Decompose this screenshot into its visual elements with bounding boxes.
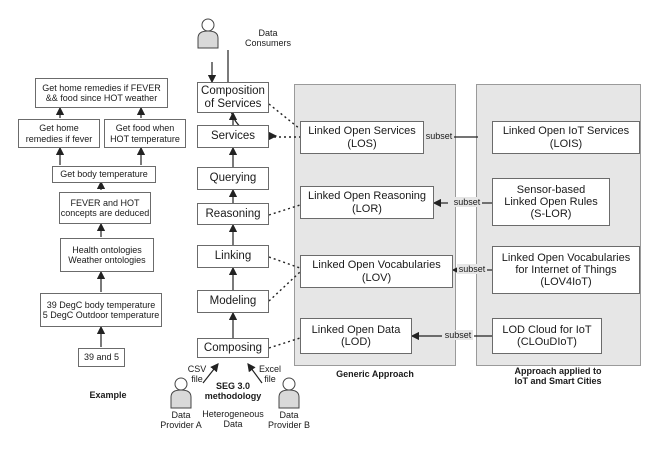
csv-file-label: CSV file <box>187 364 207 385</box>
lois-box: Linked Open IoT Services (LOIS) <box>492 121 640 154</box>
seg-step-linking: Linking <box>197 245 269 268</box>
seg-step-composition-of-services: Composition of Services <box>197 82 269 113</box>
provider-arrow <box>247 363 263 384</box>
dotted-link <box>268 204 301 216</box>
excel-file-label: Excel file <box>258 364 281 385</box>
example-step-get-body-temp: Get body temperature <box>52 166 156 183</box>
lor-box: Linked Open Reasoning (LOR) <box>300 186 434 219</box>
example-step-deduced: FEVER and HOT concepts are deduced <box>59 192 151 224</box>
iot-approach-title: Approach applied to IoT and Smart Cities <box>514 366 602 387</box>
dotted-link <box>268 103 301 130</box>
example-step-ontologies: Health ontologies Weather ontologies <box>60 238 154 272</box>
los-box: Linked Open Services (LOS) <box>300 121 424 154</box>
data-provider-a-label: Data Provider A <box>160 410 202 431</box>
example-step-home-remedies: Get home remedies if fever <box>18 119 100 148</box>
lod-box: Linked Open Data (LOD) <box>300 318 412 354</box>
seg-step-modeling: Modeling <box>197 290 269 313</box>
data-provider-b-label: Data Provider B <box>267 410 311 431</box>
subset-label-lod: subset <box>443 330 473 341</box>
dotted-link <box>268 256 301 269</box>
example-title: Example <box>89 390 127 400</box>
dotted-link <box>268 271 301 302</box>
seg-step-composing: Composing <box>197 338 269 358</box>
data-consumer-icon <box>197 18 219 49</box>
seg-step-services: Services <box>197 125 269 148</box>
cloudiot-box: LOD Cloud for IoT (CLOuDIoT) <box>492 318 602 354</box>
subset-label-lov: subset <box>457 264 487 275</box>
seg-step-reasoning: Reasoning <box>197 203 269 225</box>
example-step-combined: Get home remedies if FEVER && food since… <box>35 78 168 108</box>
dotted-link <box>268 337 301 349</box>
data-consumers-label: Data Consumers <box>244 28 291 49</box>
lov4iot-box: Linked Open Vocabularies for Internet of… <box>492 246 640 294</box>
lov-box: Linked Open Vocabularies (LOV) <box>300 255 453 288</box>
subset-label-lor: subset <box>452 197 482 208</box>
seg-methodology-label: SEG 3.0 methodology <box>204 381 262 402</box>
data-provider-a-icon <box>170 377 192 409</box>
subset-label-los: subset <box>424 131 454 142</box>
example-step-raw: 39 and 5 <box>78 348 125 367</box>
example-step-food: Get food when HOT temperature <box>104 119 186 148</box>
heterogeneous-data-label: Heterogeneous Data <box>202 409 264 430</box>
example-step-sensor-values: 39 DegC body temperature 5 DegC Outdoor … <box>40 293 162 327</box>
provider-arrow <box>202 363 219 384</box>
seg-step-querying: Querying <box>197 167 269 190</box>
data-provider-b-icon <box>278 377 300 409</box>
s-lor-box: Sensor-based Linked Open Rules (S-LOR) <box>492 178 610 226</box>
generic-approach-title: Generic Approach <box>336 369 414 379</box>
